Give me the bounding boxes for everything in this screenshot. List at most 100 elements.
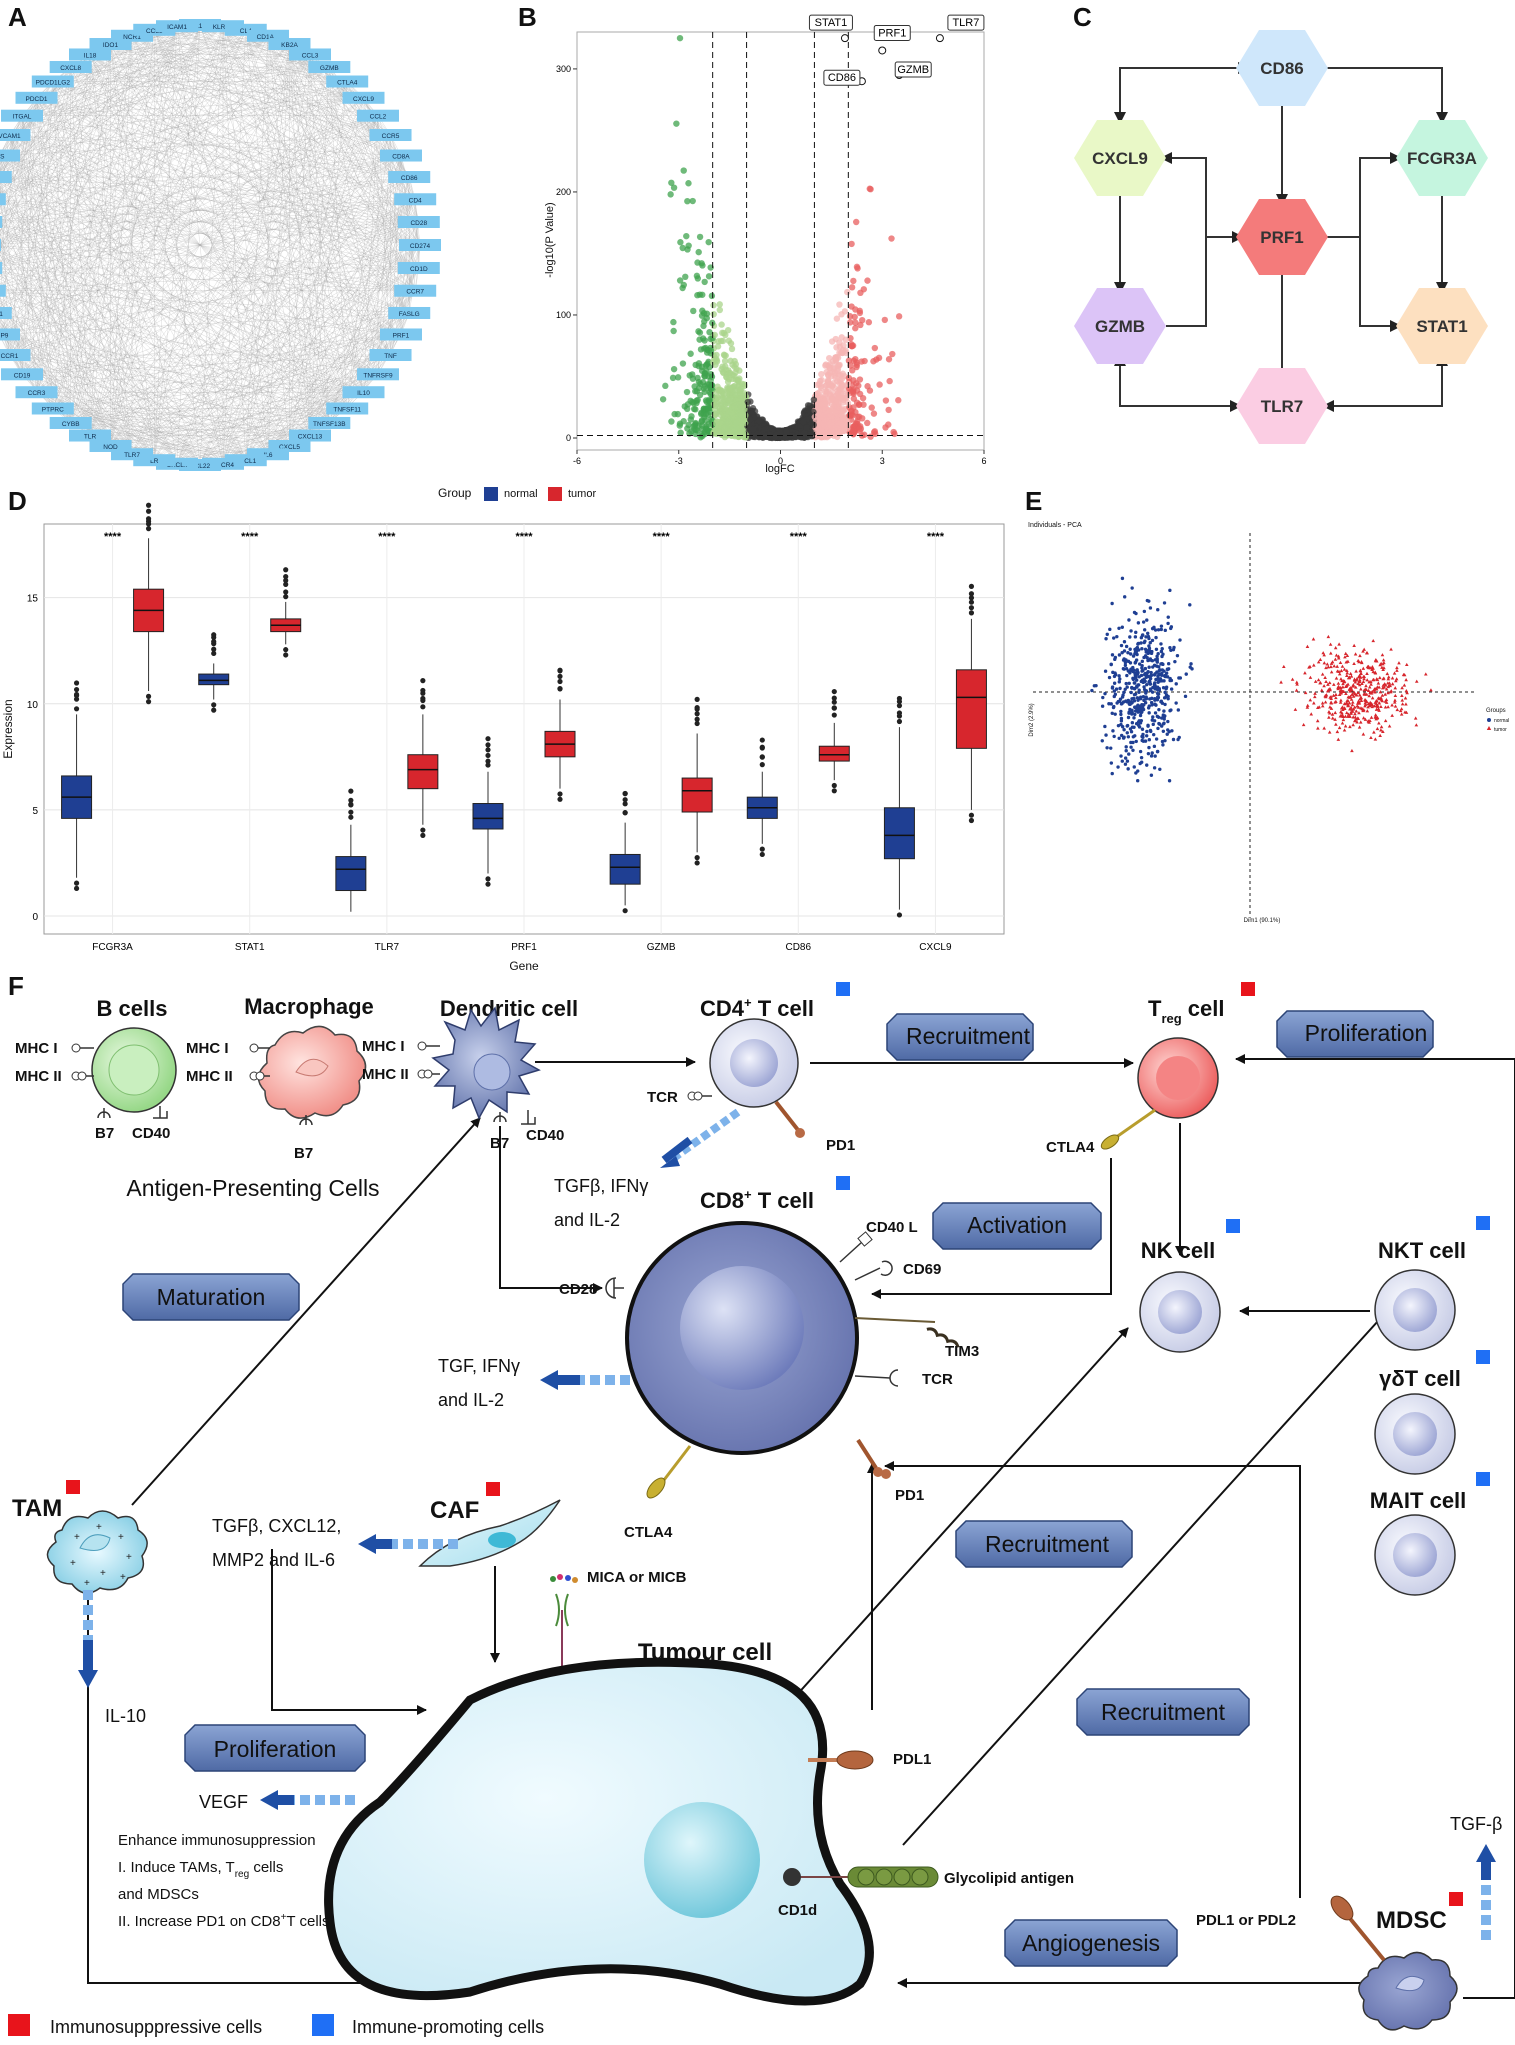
- boxplot-significance: ****: [653, 531, 671, 543]
- hub-node-label: TLR7: [1261, 397, 1304, 416]
- pca-point-normal: [1109, 702, 1113, 706]
- network-edge: [176, 26, 410, 314]
- hub-node-label: FCGR3A: [1407, 149, 1477, 168]
- box-body: [681, 777, 713, 813]
- network-edge: [52, 81, 290, 447]
- network-edge: [0, 197, 111, 447]
- volcano-point: [833, 315, 841, 322]
- network-node-box: [224, 23, 267, 36]
- network-node-box: [394, 284, 437, 297]
- network-edge: [0, 155, 402, 264]
- network-edge: [0, 155, 391, 356]
- box-outlier: [622, 791, 628, 797]
- network-edge: [70, 408, 348, 424]
- network-edge: [89, 54, 269, 455]
- pca-point-normal: [1148, 606, 1153, 610]
- network-node: CD4: [394, 193, 437, 206]
- volcano-point: [708, 292, 716, 300]
- network-edge: [0, 215, 224, 464]
- network-node-label: IL18: [84, 52, 97, 59]
- box-outlier: [622, 810, 628, 816]
- volcano-point: [720, 395, 727, 402]
- pca-point-normal: [1146, 751, 1151, 756]
- volcano-point: [822, 395, 830, 403]
- pca-point-normal: [1126, 735, 1131, 739]
- pca-point-normal: [1142, 609, 1147, 614]
- volcano-point: [848, 240, 855, 248]
- pca-point-normal: [1100, 704, 1105, 708]
- box-outlier: [145, 693, 152, 699]
- pca-point-normal: [1141, 694, 1146, 699]
- volcano-point: [669, 374, 677, 382]
- network-edge: [36, 244, 421, 393]
- pca-point-normal: [1132, 765, 1136, 769]
- pca-point-normal: [1144, 734, 1149, 738]
- volcano-point: [679, 360, 687, 367]
- pca-point-normal: [1116, 765, 1120, 769]
- network-node: CTLA4: [326, 75, 369, 88]
- network-edge: [176, 66, 330, 464]
- network-node-label: CL4: [240, 28, 252, 35]
- network-edge: [222, 29, 246, 464]
- network-edge: [21, 115, 269, 455]
- network-edge: [131, 35, 290, 447]
- volcano-point: [735, 376, 742, 384]
- network-node-box: [356, 109, 399, 122]
- network-edge: [0, 199, 419, 223]
- box-outlier: [73, 880, 80, 886]
- network-edge: [132, 35, 290, 45]
- network-edge: [21, 115, 71, 424]
- network-edge: [131, 35, 364, 393]
- network-node-box: [342, 91, 385, 104]
- network-edge: [21, 115, 290, 447]
- boxplot-x-tick: STAT1: [235, 942, 265, 953]
- volcano-point: [716, 301, 723, 308]
- network-edge: [131, 35, 410, 178]
- network-node-label: CD86: [401, 175, 418, 182]
- volcano-point: [674, 410, 682, 418]
- network-edge: [36, 97, 246, 461]
- network-edge: [36, 43, 290, 98]
- network-node-box: [89, 439, 132, 452]
- network-edge: [36, 97, 224, 464]
- network-edge: [0, 115, 23, 256]
- volcano-point: [728, 345, 736, 353]
- volcano-point: [687, 416, 694, 423]
- volcano-point: [691, 425, 698, 433]
- boxplot-significance: ****: [104, 531, 122, 543]
- volcano-point: [670, 365, 678, 373]
- network-node-label: INS: [0, 154, 5, 161]
- network-edge: [0, 156, 246, 461]
- volcano-y-tick: 300: [556, 64, 571, 74]
- volcano-point: [834, 365, 842, 373]
- pca-point-normal: [1103, 724, 1107, 729]
- volcano-y-tick: 100: [556, 310, 571, 320]
- network-edge: [52, 81, 201, 466]
- pca-point-normal: [1159, 624, 1164, 628]
- pca-point-normal: [1118, 697, 1123, 701]
- network-edge: [70, 66, 402, 335]
- network-edge: [0, 325, 10, 356]
- volcano-point: [722, 363, 729, 370]
- box-outlier: [968, 812, 975, 818]
- pca-point-normal: [1157, 707, 1161, 712]
- volcano-point: [845, 357, 853, 364]
- network-edge: [9, 134, 37, 393]
- network-node-label: CD19: [14, 372, 31, 379]
- pca-point-normal: [1100, 739, 1104, 743]
- pca-point-normal: [1144, 689, 1148, 693]
- network-node-label: CD274: [410, 243, 431, 250]
- network-edge: [0, 29, 155, 268]
- volcano-point: [724, 326, 732, 334]
- network-edge: [110, 43, 402, 335]
- network-edge: [0, 207, 348, 409]
- pca-point-normal: [1163, 714, 1167, 718]
- network-edge: [0, 178, 419, 269]
- pca-point-normal: [1108, 627, 1112, 632]
- network-edge: [377, 312, 410, 375]
- pca-point-normal: [1129, 740, 1133, 745]
- network-node-label: PTPRC: [42, 406, 64, 413]
- box-outlier: [485, 736, 491, 742]
- pca-point-normal: [1148, 682, 1152, 686]
